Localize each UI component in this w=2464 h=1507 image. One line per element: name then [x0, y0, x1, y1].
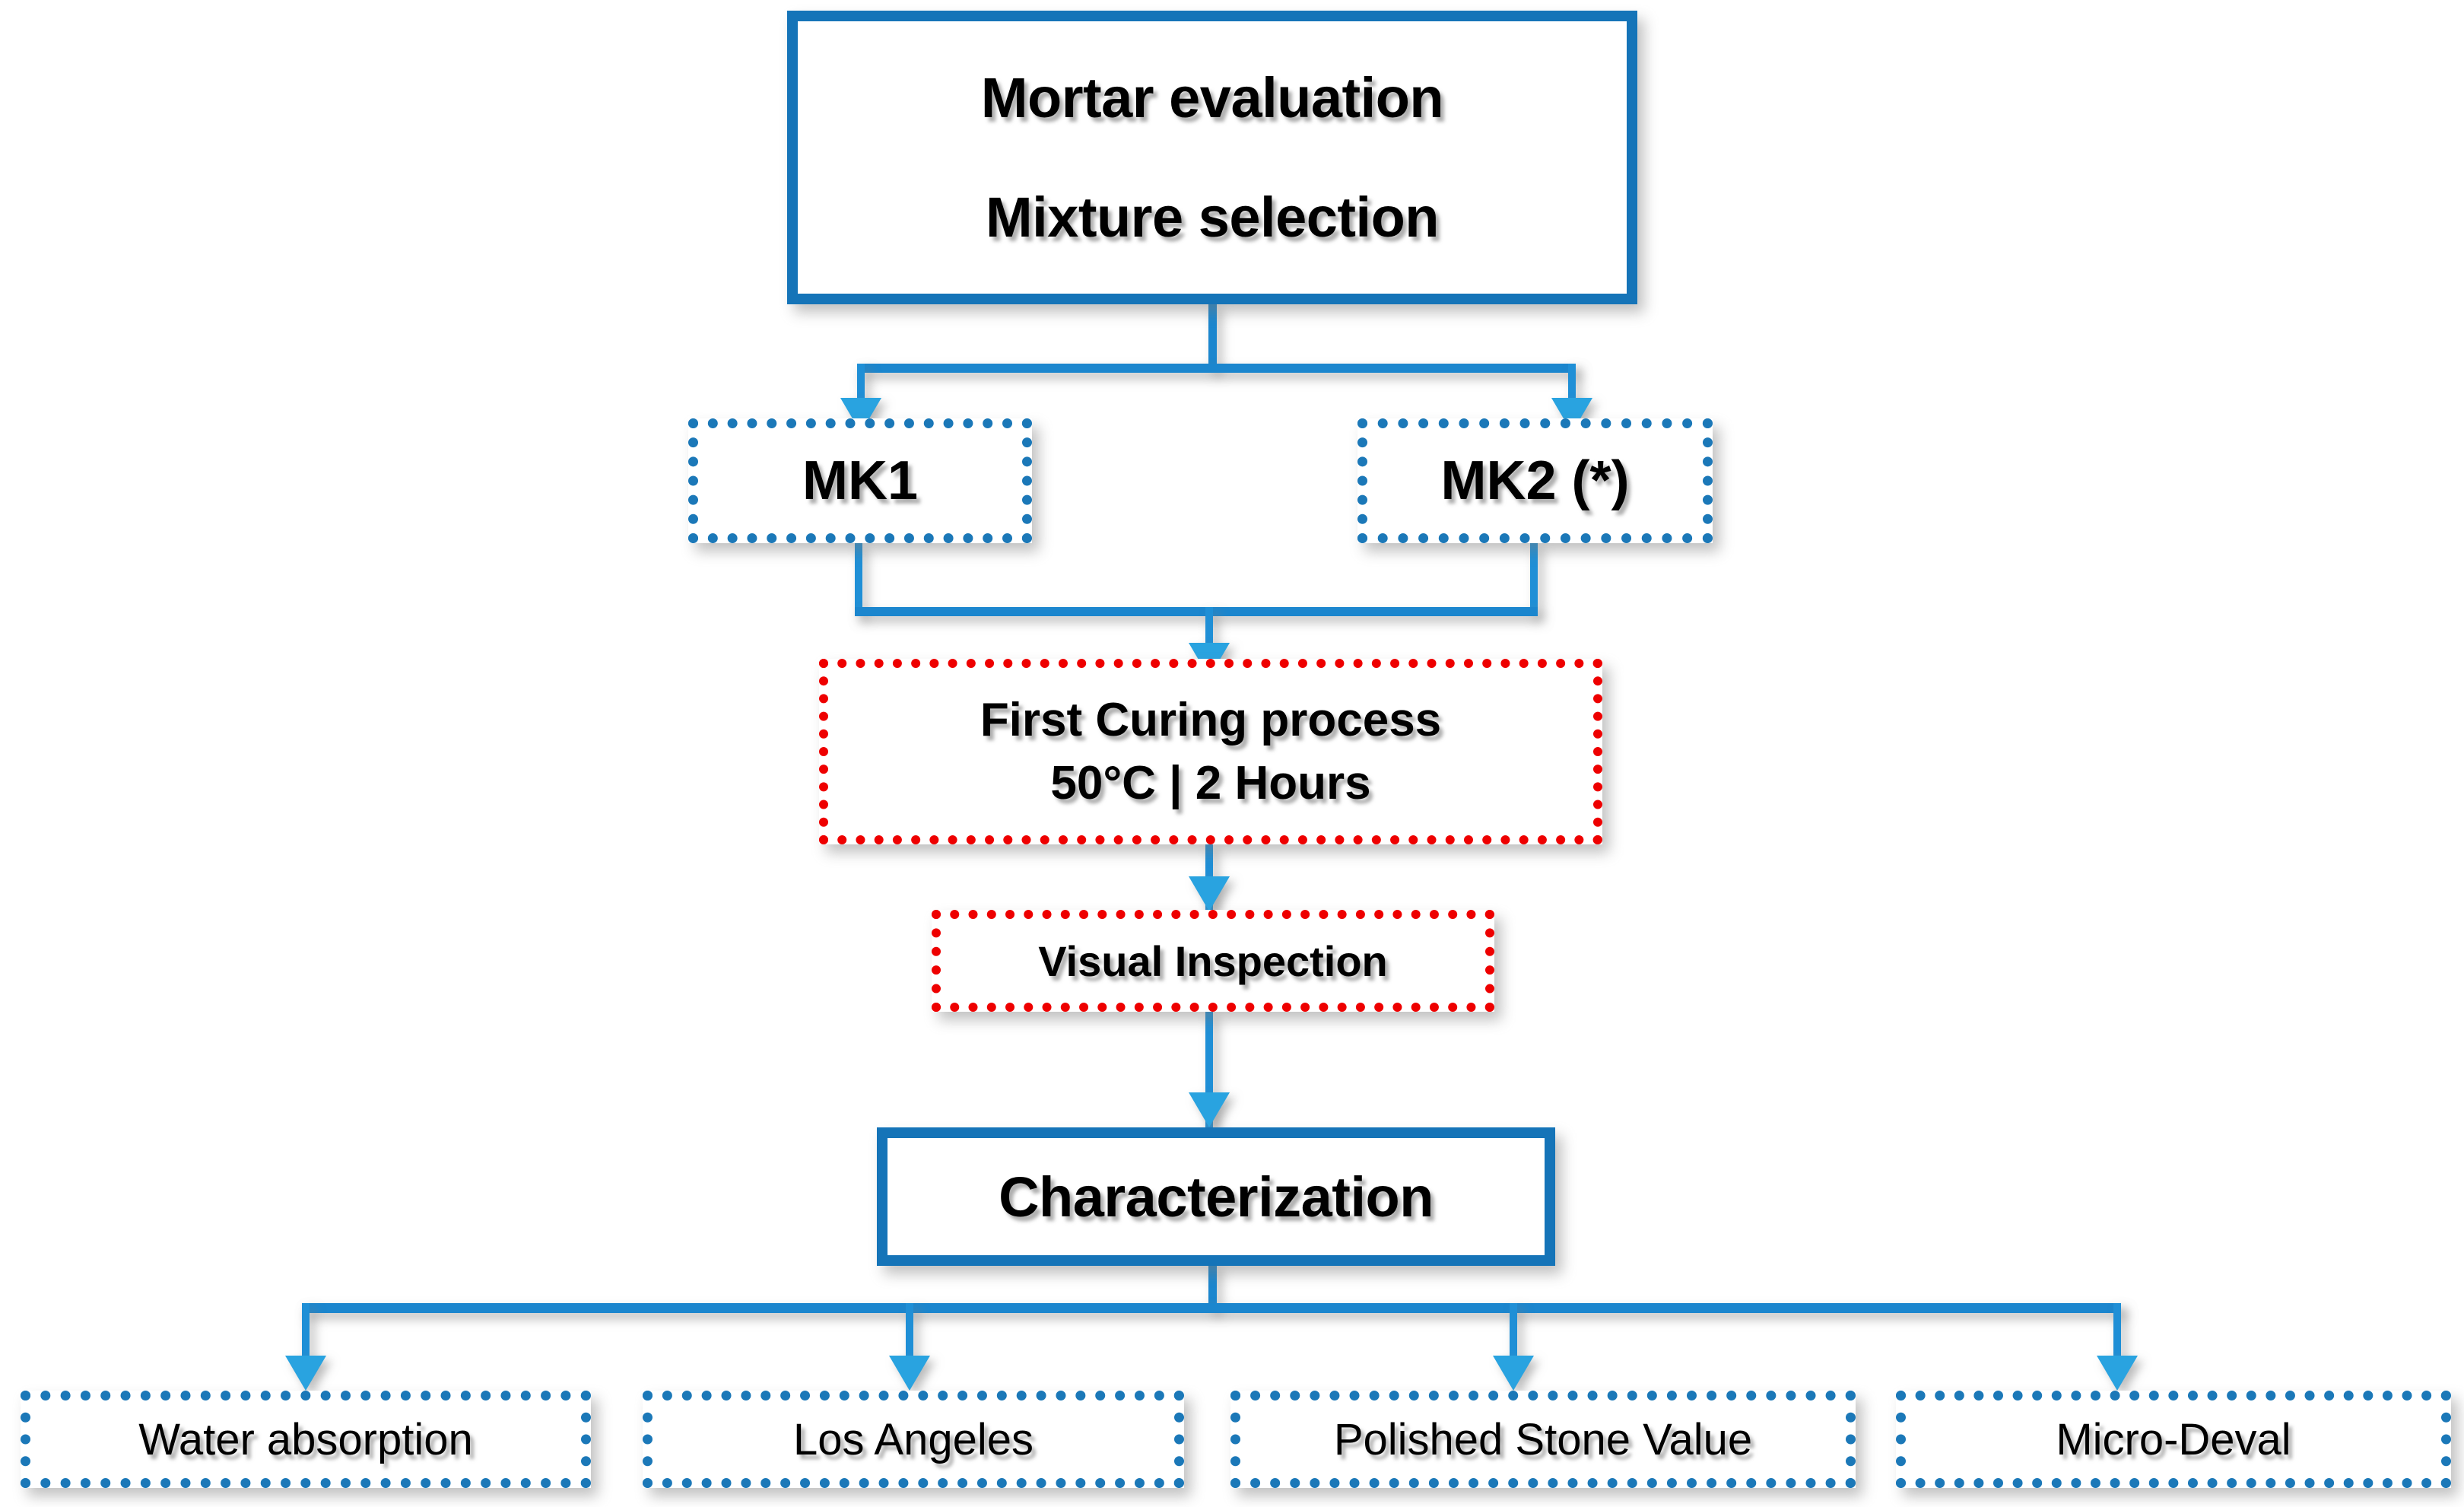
node-mortar-evaluation-line2: Mixture selection — [985, 186, 1440, 249]
connector-to-test-4 — [2113, 1303, 2121, 1362]
connector-to-mk2 — [1568, 364, 1576, 409]
connector-mk2-down — [1530, 542, 1538, 615]
node-mk1[interactable]: MK1 — [688, 418, 1032, 543]
connector-characterization-stem — [1208, 1263, 1217, 1310]
node-first-curing-process[interactable]: First Curing process 50°C | 2 Hours — [819, 659, 1602, 844]
node-characterization[interactable]: Characterization — [877, 1127, 1555, 1266]
connector-inspection-to-characterization — [1205, 1010, 1213, 1130]
node-mk2[interactable]: MK2 (*) — [1357, 418, 1713, 543]
connector-fanout-bar — [302, 1303, 2121, 1313]
node-test-polished-stone-value[interactable]: Polished Stone Value — [1230, 1391, 1856, 1488]
arrowhead-to-characterization — [1189, 1092, 1230, 1127]
node-mortar-evaluation-line1: Mortar evaluation — [980, 66, 1444, 129]
arrowhead-to-test-4 — [2097, 1356, 2138, 1391]
node-test-polished-stone-value-label: Polished Stone Value — [1333, 1414, 1753, 1464]
node-test-micro-deval-label: Micro-Deval — [2056, 1414, 2291, 1464]
node-test-micro-deval[interactable]: Micro-Deval — [1896, 1391, 2451, 1488]
node-test-water-absorption-label: Water absorption — [138, 1414, 473, 1464]
connector-start-stem — [1208, 303, 1217, 370]
node-test-water-absorption[interactable]: Water absorption — [21, 1391, 591, 1488]
node-test-los-angeles-label: Los Angeles — [792, 1414, 1034, 1464]
connector-to-test-1 — [302, 1303, 310, 1362]
node-first-curing-process-line1: First Curing process — [980, 694, 1442, 746]
arrowhead-to-test-3 — [1493, 1356, 1534, 1391]
connector-merge-to-curing — [1205, 607, 1213, 654]
node-first-curing-process-line2: 50°C | 2 Hours — [1050, 757, 1371, 809]
node-visual-inspection[interactable]: Visual Inspection — [932, 910, 1494, 1012]
connector-split-bar-top — [857, 364, 1576, 373]
arrowhead-to-test-1 — [285, 1356, 326, 1391]
connector-to-mk1 — [857, 364, 865, 409]
connector-to-test-3 — [1510, 1303, 1517, 1362]
connector-mk1-down — [855, 542, 862, 615]
connector-merge-bar — [855, 607, 1538, 616]
node-test-los-angeles[interactable]: Los Angeles — [643, 1391, 1184, 1488]
node-visual-inspection-label: Visual Inspection — [1038, 936, 1388, 985]
node-characterization-label: Characterization — [999, 1165, 1434, 1229]
node-mortar-evaluation[interactable]: Mortar evaluation Mixture selection — [787, 11, 1637, 304]
arrowhead-to-test-2 — [889, 1356, 930, 1391]
node-mk2-label: MK2 (*) — [1440, 450, 1630, 511]
node-mk1-label: MK1 — [802, 450, 918, 511]
arrowhead-to-inspection — [1189, 876, 1230, 911]
connector-to-test-2 — [906, 1303, 913, 1362]
